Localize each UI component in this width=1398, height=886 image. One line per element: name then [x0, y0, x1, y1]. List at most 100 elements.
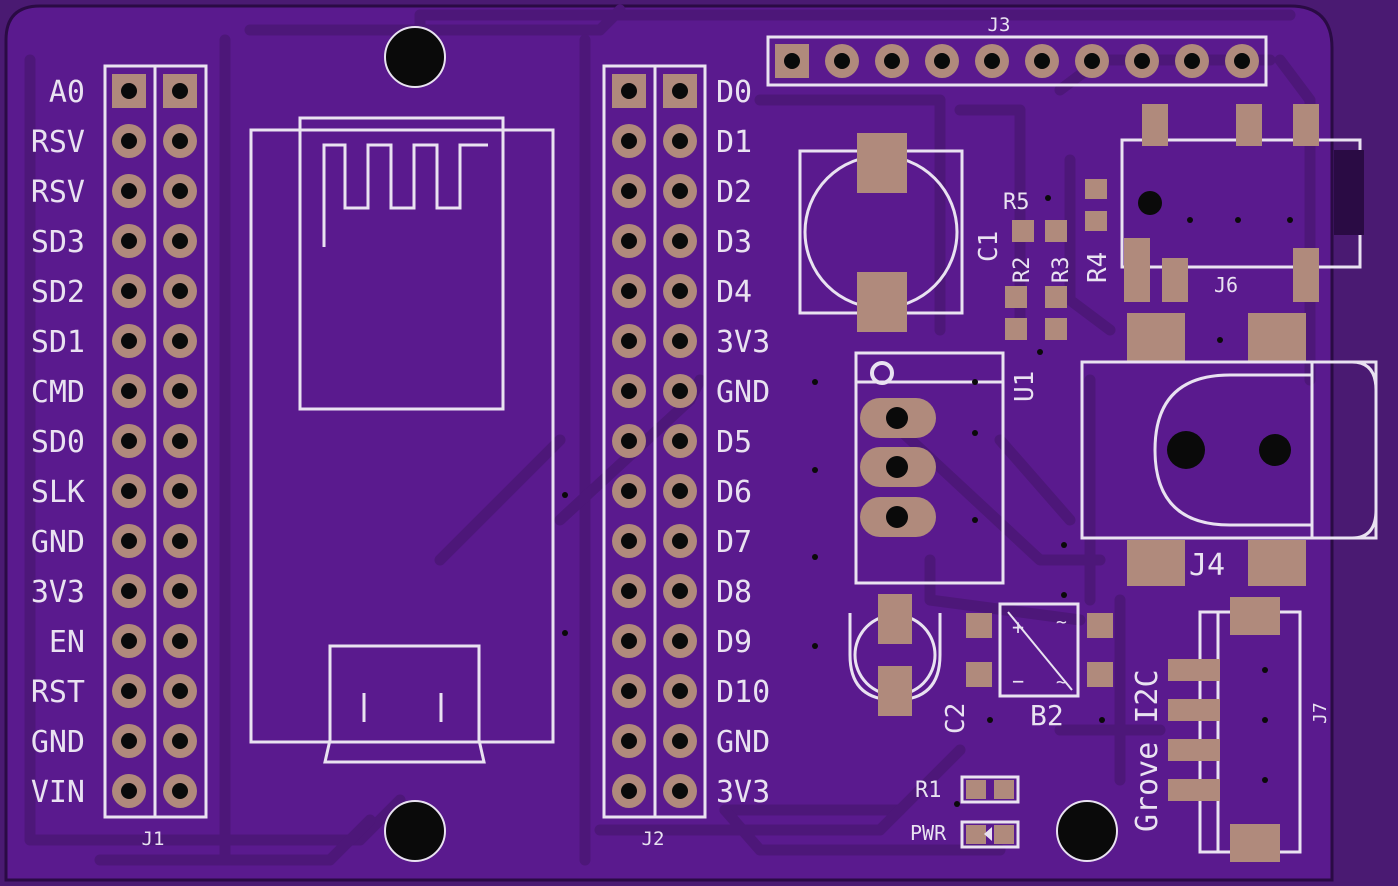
mounting-hole	[384, 800, 446, 862]
j1-pin-label: SLK	[31, 475, 85, 510]
j1-pin-label: RSV	[31, 175, 85, 210]
j2-pin	[612, 574, 646, 608]
j1-pin-label: VIN	[31, 775, 85, 810]
j2-pin	[663, 274, 697, 308]
j2-pin	[663, 324, 697, 358]
j2-pin	[663, 624, 697, 658]
b2-label: B2	[1030, 699, 1064, 732]
j1-pin	[112, 674, 146, 708]
j2-pin	[663, 674, 697, 708]
j2-designator: J2	[642, 828, 665, 850]
j7-label: J7	[1310, 702, 1331, 724]
j2-pin	[612, 474, 646, 508]
j3-pin	[1075, 44, 1109, 78]
j1-pin	[163, 674, 197, 708]
mounting-hole	[384, 26, 446, 88]
r5-label: R5	[1003, 190, 1030, 215]
j2-pin	[612, 674, 646, 708]
c1-label: C1	[974, 231, 1004, 262]
j1-pin	[112, 224, 146, 258]
c2-label: C2	[941, 703, 971, 734]
r3-label: R3	[1049, 257, 1074, 284]
j6-label: J6	[1214, 273, 1238, 297]
mounting-holes	[384, 26, 1118, 862]
j2-pin	[663, 724, 697, 758]
j1-pin	[163, 724, 197, 758]
j1-pin	[163, 174, 197, 208]
mounting-hole	[1056, 800, 1118, 862]
j3-pin	[825, 44, 859, 78]
b2-ac1: ~	[1056, 612, 1067, 633]
j1-pin-label: SD1	[31, 325, 85, 360]
j2-pin	[612, 774, 646, 808]
b2-minus: −	[1012, 669, 1024, 693]
j2-pin-label: 3V3	[716, 325, 770, 360]
j1-pin	[163, 274, 197, 308]
j1-pin	[112, 274, 146, 308]
r2-label: R2	[1010, 257, 1035, 284]
header-j1: A0RSVRSVSD3SD2SD1CMDSD0SLKGND3V3ENRSTGND…	[31, 64, 208, 850]
j1-pin	[112, 424, 146, 458]
j2-pin-label: D6	[716, 475, 752, 510]
j1-pin	[163, 224, 197, 258]
capacitor-c1: C1	[798, 133, 1004, 332]
j2-pin	[663, 774, 697, 808]
j1-pin	[163, 524, 197, 558]
j1-pin	[112, 524, 146, 558]
j2-pin-label: GND	[716, 375, 770, 410]
r3-pad	[1045, 220, 1067, 242]
j2-pin	[663, 474, 697, 508]
j3-pin	[1225, 44, 1259, 78]
j1-pin	[163, 324, 197, 358]
j1-pin-label: CMD	[31, 375, 85, 410]
connector-j6: J6	[1120, 104, 1364, 302]
j1-pin	[163, 774, 197, 808]
j3-pin	[975, 44, 1009, 78]
j2-pin-label: D4	[716, 275, 752, 310]
j2-pin-label: 3V3	[716, 775, 770, 810]
grove-connector-j7: Grove I2C J7	[1130, 597, 1331, 862]
r1-label: R1	[915, 778, 942, 803]
j1-pin-label: 3V3	[31, 575, 85, 610]
j1-pin	[112, 74, 146, 108]
j1-pin	[163, 124, 197, 158]
j2-pin-label: D7	[716, 525, 752, 560]
j2-pin-label: D2	[716, 175, 752, 210]
j2-pin-label: D8	[716, 575, 752, 610]
j2-pin	[663, 524, 697, 558]
j2-pin	[663, 74, 697, 108]
j2-pin	[612, 324, 646, 358]
j2-pin	[663, 174, 697, 208]
j2-pin-label: GND	[716, 725, 770, 760]
j1-pin	[163, 424, 197, 458]
j3-designator: J3	[988, 14, 1011, 36]
r3-pad	[1045, 286, 1067, 308]
j1-pin	[163, 374, 197, 408]
j1-pin	[112, 324, 146, 358]
j2-pin-label: D3	[716, 225, 752, 260]
j2-pin	[612, 624, 646, 658]
j1-pin-label: EN	[49, 625, 85, 660]
r5-pad	[1085, 179, 1107, 199]
capacitor-c2: C2	[848, 594, 971, 734]
j3-pin	[1125, 44, 1159, 78]
j3-pin	[1175, 44, 1209, 78]
vias	[562, 195, 1223, 807]
usb-port-outline	[323, 644, 486, 764]
j1-pin	[112, 574, 146, 608]
pcb-antenna	[322, 143, 488, 247]
j3-pin	[925, 44, 959, 78]
j2-pin	[663, 574, 697, 608]
j2-pin	[612, 424, 646, 458]
j4-label: J4	[1189, 548, 1225, 583]
j3-pin	[775, 44, 809, 78]
j3-pin	[1025, 44, 1059, 78]
j1-pin-label: GND	[31, 525, 85, 560]
j2-pin	[612, 224, 646, 258]
j1-pin	[112, 724, 146, 758]
j2-pin	[612, 124, 646, 158]
grove-label: Grove I2C	[1130, 669, 1165, 832]
esp-module-outline	[249, 116, 555, 764]
j2-pin-label: D5	[716, 425, 752, 460]
